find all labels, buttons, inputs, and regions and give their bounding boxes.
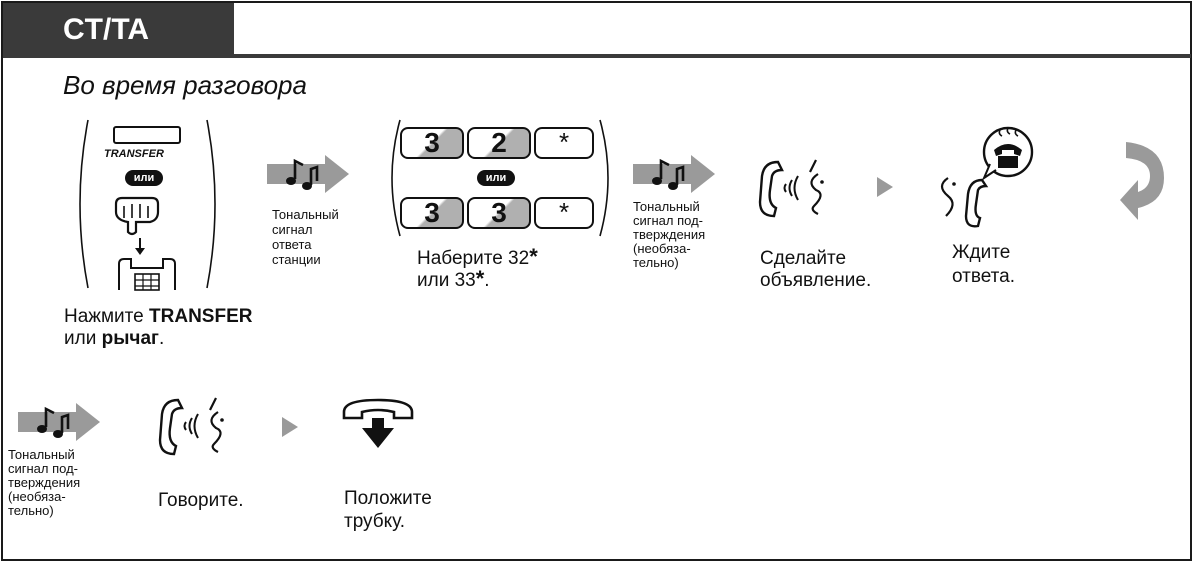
hookswitch-phone-icon [118,258,176,291]
tone1-line1: Тональный [272,207,339,222]
step4-caption-line2: ответа. [952,266,1016,287]
tone1-line3: ответа [272,237,312,252]
step2-caption-text1: Наберите 32 [417,248,530,269]
step3-caption-line1: Сделайте [760,248,847,269]
page-subtitle: Во время разговора [63,70,307,100]
musical-note-arrow-icon [18,403,100,441]
right-bracket-icon [599,119,609,237]
listening-ringing-phone-icon [940,126,1034,228]
tone3-line4: (необяза- [8,489,66,504]
tone1-line2: сигнал [272,222,313,237]
step3-caption-line2: объявление. [760,270,872,291]
step2-caption-line1: Наберите 32* [417,246,538,270]
or-badge: или [477,170,515,186]
step6-caption-line1: Положите [344,488,432,509]
tone3-line2: сигнал под- [8,461,79,476]
dial-key-3: 3 [467,197,531,229]
step1-caption-hookswitch: рычаг [101,328,159,349]
step1-caption-transfer: TRANSFER [149,306,253,327]
step1-caption-line1: Нажмите TRANSFER [64,306,252,328]
step2-caption-line2: или 33*. [417,268,490,292]
curved-return-arrow-icon [1120,142,1164,220]
step1-caption-prefix: Нажмите [64,306,150,327]
or-badge: или [125,170,163,186]
tone3-line5: тельно) [8,503,54,518]
down-arrow-icon [135,238,145,255]
tab-divider [3,54,1191,58]
transfer-button-label: TRANSFER [104,148,164,160]
dial-key-star: * [534,197,594,229]
dial-key-star: * [534,127,594,159]
tone2-line4: (необяза- [633,241,691,256]
tone2-line5: тельно) [633,255,679,270]
step2-caption-period: . [484,270,490,291]
dial-key-2: 2 [467,127,531,159]
tone3-line1: Тональный [8,447,75,462]
tone2-line2: сигнал под- [633,213,704,228]
section-tab: CT/TA [3,3,234,57]
transfer-button [113,126,181,144]
step2-caption-text2: или 33 [417,270,476,291]
dial-key-3: 3 [400,127,464,159]
dial-key-3: 3 [400,197,464,229]
on-hook-handset-icon [342,398,414,448]
pointing-hand-icon [114,196,160,236]
step5-caption: Говорите. [158,490,244,511]
step1-caption-line2: или рычаг. [64,328,164,350]
tone3-line3: тверждения [8,475,81,490]
left-bracket-icon [79,119,89,289]
musical-note-arrow-icon [633,155,715,193]
step1-caption-mid: или [64,328,102,349]
right-bracket-icon [206,119,216,289]
tone2-line1: Тональный [633,199,700,214]
step4-caption-line1: Ждите [952,242,1011,263]
tone2-line3: тверждения [633,227,706,242]
triangle-arrow-icon [877,177,893,197]
handset-speaking-icon [158,397,224,456]
step1-caption-end: . [158,328,165,349]
handset-speaking-icon [758,159,824,218]
musical-note-arrow-icon [267,155,349,193]
left-bracket-icon [391,119,401,237]
step6-caption-line2: трубку. [344,511,406,532]
tone1-line4: станции [272,252,321,267]
triangle-arrow-icon [282,417,298,437]
star-glyph: * [529,244,538,269]
star-glyph: * [475,266,485,291]
